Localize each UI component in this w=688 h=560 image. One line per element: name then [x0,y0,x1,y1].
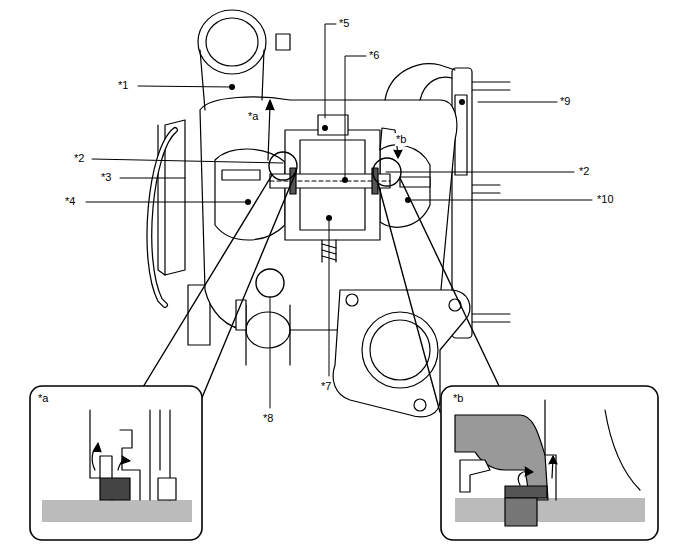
callout-label: *1 [117,79,129,92]
callout-label: *a [37,392,49,405]
callout-label: *10 [596,193,615,206]
callout-label: *8 [262,412,274,425]
callout-label: *4 [64,195,76,208]
callout-label: *6 [368,49,380,62]
callout-label: *9 [559,95,571,108]
callout-label: *7 [320,380,332,393]
callout-label: *b [395,133,407,146]
callout-label: *2 [73,152,85,165]
detail-inset-b [441,386,658,540]
leader-lines [86,24,592,408]
center-housing [198,10,457,330]
callout-label: *a [247,110,259,123]
callout-label: *b [452,392,464,405]
callout-label: *2 [578,165,590,178]
wastegate-part [236,300,290,365]
magnifier-lines [140,172,500,412]
callout-label: *5 [338,17,350,30]
callout-label: *3 [100,171,112,184]
detail-inset-a [30,386,202,540]
